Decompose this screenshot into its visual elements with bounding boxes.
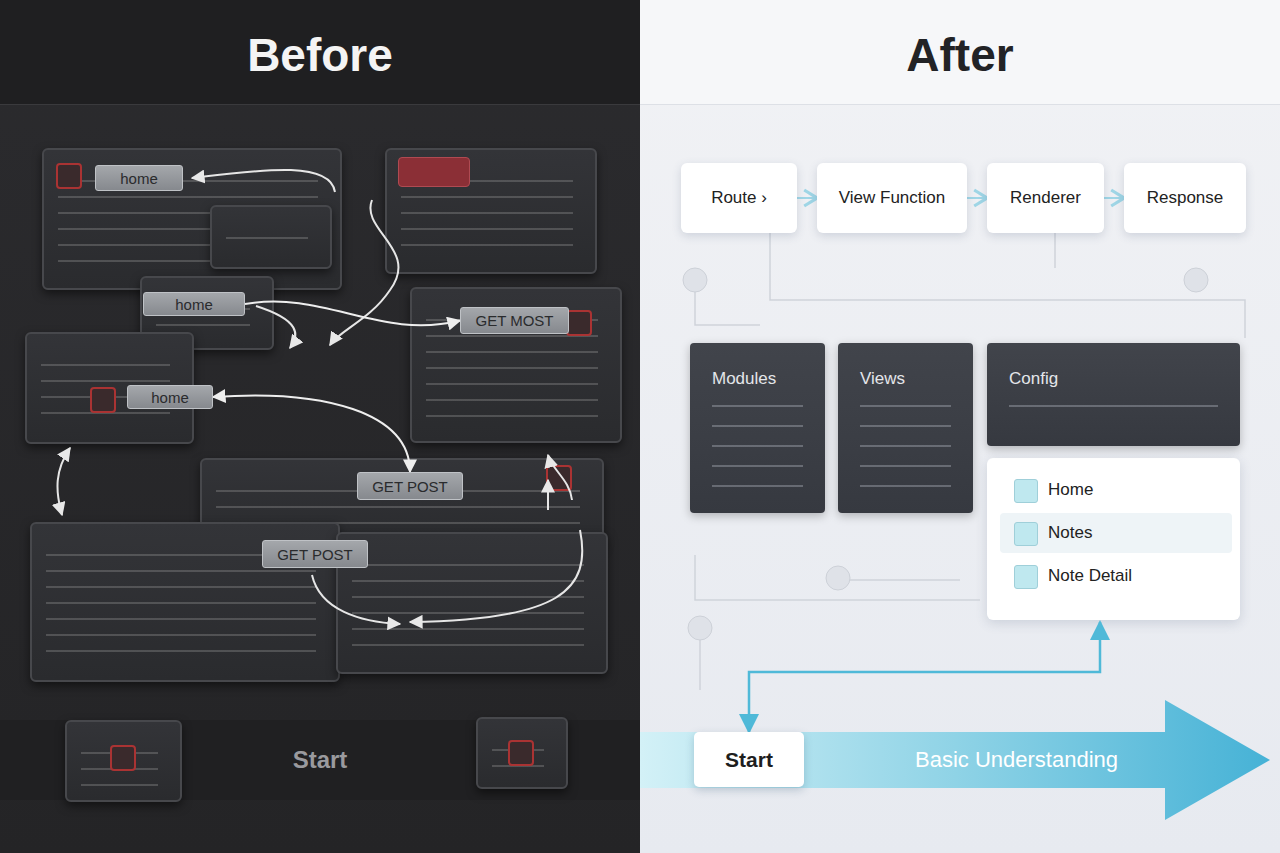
node-text: Response	[1147, 188, 1224, 208]
process-box: Renderer	[987, 163, 1104, 233]
route-pill: home	[95, 165, 183, 191]
process-box: Route ›	[681, 163, 797, 233]
route-pill: GET MOST	[460, 307, 569, 334]
connector	[1104, 197, 1124, 199]
node-text: Notes	[1048, 523, 1092, 543]
node-text: GET MOST	[475, 312, 553, 329]
error-icon	[56, 163, 82, 189]
error-icon	[110, 745, 136, 771]
code-card	[210, 205, 332, 269]
node-text: Route ›	[711, 188, 767, 208]
node-text: Start	[725, 748, 773, 772]
node-text: Home	[1048, 480, 1093, 500]
node-text: home	[120, 170, 158, 187]
node-text: Basic Understanding	[915, 747, 1118, 773]
route-pill: GET POST	[262, 540, 368, 568]
node-text: Views	[860, 369, 905, 389]
error-icon	[508, 740, 534, 766]
code-panel: Modules	[690, 343, 825, 513]
code-panel: Views	[838, 343, 973, 513]
process-box: View Function	[817, 163, 967, 233]
node-text: Config	[1009, 369, 1058, 389]
code-card	[336, 532, 608, 674]
node-text: View Function	[839, 188, 945, 208]
route-pill: GET POST	[357, 472, 463, 500]
list-item: Note Detail	[1000, 556, 1232, 596]
node-text: home	[151, 389, 189, 406]
process-box: Response	[1124, 163, 1246, 233]
connector	[967, 197, 987, 199]
list-item: Notes	[1000, 513, 1232, 553]
node-text: Renderer	[1010, 188, 1081, 208]
route-pill: home	[127, 385, 213, 409]
node-text: Note Detail	[1048, 566, 1132, 586]
connector	[749, 622, 1100, 732]
connector	[213, 395, 410, 472]
code-panel: Config	[987, 343, 1240, 446]
panel-title: After	[640, 28, 1280, 82]
list-item: Home	[1000, 470, 1232, 510]
stage-label: Start	[200, 746, 440, 774]
start-box: Start	[694, 732, 804, 787]
connector	[797, 197, 817, 199]
red-tab	[398, 157, 470, 187]
node-text: GET POST	[372, 478, 448, 495]
error-icon	[90, 387, 116, 413]
route-pill: home	[143, 292, 245, 316]
node-text: Modules	[712, 369, 776, 389]
node-text: home	[175, 296, 213, 313]
connector	[245, 302, 460, 326]
node-text: GET POST	[277, 546, 353, 563]
panel-title: Before	[0, 28, 640, 82]
error-icon	[566, 310, 592, 336]
